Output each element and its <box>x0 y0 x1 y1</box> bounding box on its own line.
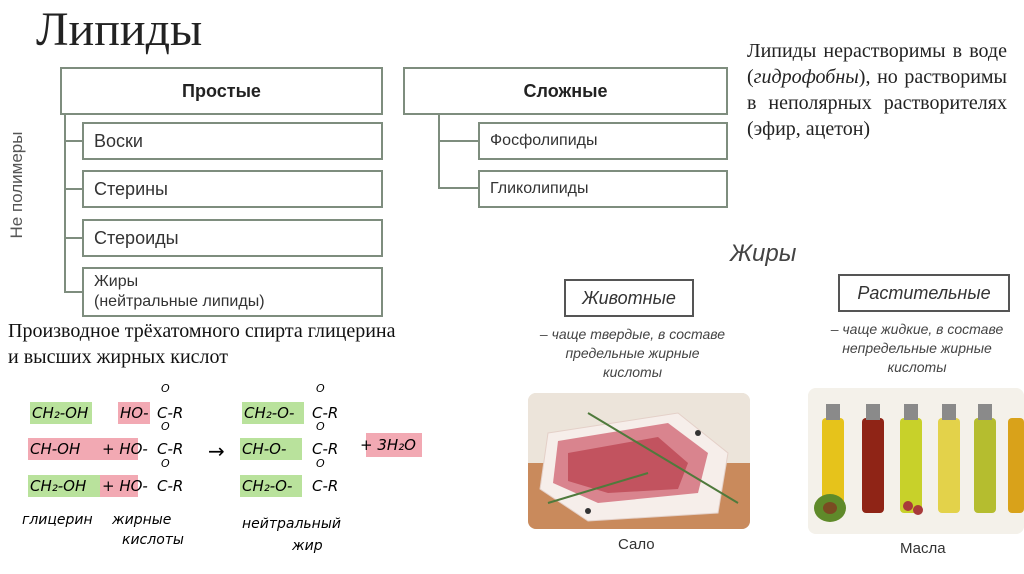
plant-fats-label: Растительные <box>838 274 1010 312</box>
page-title: Липиды <box>36 3 203 56</box>
ester-row-1: CH₂-O- <box>244 404 294 422</box>
esterification-reaction: CH₂-OH CH-OH CH₂-OH HO- + HO- + HO- C-R … <box>22 382 422 554</box>
animal-desc-3: кислоты <box>602 364 663 380</box>
oxygen-3: O <box>161 457 170 470</box>
highlight-red <box>28 438 100 460</box>
oils-photo <box>808 388 1024 534</box>
highlight-red <box>100 475 138 497</box>
highlight-red <box>366 433 422 457</box>
derivative-text: Производное трёхатомного спирта глицерин… <box>8 318 396 370</box>
note-text-2: ), но растворимы в неполярных растворите… <box>747 66 1007 140</box>
ester-cr-1: C-R <box>312 404 338 422</box>
fats-sublabel: (нейтральные липиды) <box>94 293 265 310</box>
animal-desc-1: – чаще твердые, в составе <box>539 326 726 342</box>
oxygen-6: O <box>316 457 325 470</box>
fats-title: Жиры <box>730 240 797 267</box>
item-fats: Жиры (нейтральные липиды) <box>82 267 383 317</box>
acid-cr-1: C-R <box>157 404 183 422</box>
vertical-label: Не полимеры <box>7 131 26 239</box>
oils-caption: Масла <box>900 540 946 557</box>
animal-fats-label: Животные <box>564 279 694 317</box>
acid-cr-2: C-R <box>157 440 183 458</box>
label-fat-2: жир <box>291 538 323 554</box>
plant-fats-desc: – чаще жидкие, в составе непредельные жи… <box>810 320 1024 377</box>
note-text-1: Липиды нерастворимы в воде ( <box>747 40 1007 88</box>
connector <box>438 140 478 142</box>
ester-cr-3: C-R <box>312 477 338 495</box>
complex-header: Сложные <box>403 67 728 115</box>
reaction-arrow: → <box>208 439 225 463</box>
ester-cr-2: C-R <box>312 440 338 458</box>
oxygen-5: O <box>316 420 325 433</box>
animal-desc-2: предельные жирные <box>565 345 700 361</box>
plant-desc-3: кислоты <box>887 359 947 375</box>
fats-label: Жиры <box>94 273 139 290</box>
oxygen-1: O <box>161 382 170 395</box>
connector <box>64 188 82 190</box>
highlight-green <box>240 438 302 460</box>
highlight-green <box>30 402 92 424</box>
simple-header: Простые <box>60 67 383 115</box>
highlight-red <box>100 438 138 460</box>
label-acids-1: жирные <box>111 512 171 528</box>
acid-ho-1: HO- <box>120 404 149 422</box>
label-acids-2: кислоты <box>122 532 184 548</box>
item-steroids: Стероиды <box>82 219 383 257</box>
plant-desc-2: непредельные жирные <box>842 340 992 356</box>
highlight-red <box>118 402 150 424</box>
ester-row-3: CH₂-O- <box>242 477 292 495</box>
connector <box>64 140 82 142</box>
oils-illustration <box>808 388 1024 534</box>
item-phospholipids: Фосфолипиды <box>478 122 728 160</box>
highlight-green <box>242 402 304 424</box>
derivative-line-1: Производное трёхатомного спирта глицерин… <box>8 320 396 342</box>
connector <box>438 187 478 189</box>
oxygen-4: O <box>316 382 325 395</box>
acid-cr-3: C-R <box>157 477 183 495</box>
plant-desc-1: – чаще жидкие, в составе <box>830 321 1004 337</box>
note-italic: гидрофобны <box>753 66 859 88</box>
complex-tree-line <box>438 115 440 188</box>
water-product: + 3H₂O <box>360 436 416 454</box>
glycerol-row-3: CH₂-OH <box>30 477 86 495</box>
item-glycolipids: Гликолипиды <box>478 170 728 208</box>
label-fat-1: нейтральный <box>242 516 341 532</box>
highlight-green <box>28 475 100 497</box>
ester-row-2: CH-O- <box>242 440 286 458</box>
glycerol-row-1: CH₂-OH <box>32 404 88 422</box>
lard-photo <box>528 393 750 529</box>
item-waxes: Воски <box>82 122 383 160</box>
acid-ho-3: + HO- <box>102 477 148 495</box>
solubility-note: Липиды нерастворимы в воде (гидрофобны),… <box>747 38 1007 142</box>
lard-illustration <box>528 393 750 529</box>
acid-ho-2: + HO- <box>102 440 148 458</box>
connector <box>64 237 82 239</box>
glycerol-row-2: CH-OH <box>30 440 80 458</box>
simple-tree-line <box>64 115 66 293</box>
connector <box>64 291 82 293</box>
highlight-green <box>240 475 302 497</box>
item-sterols: Стерины <box>82 170 383 208</box>
lard-caption: Сало <box>618 536 655 553</box>
derivative-line-2: и высших жирных кислот <box>8 346 228 368</box>
animal-fats-desc: – чаще твердые, в составе предельные жир… <box>500 325 765 382</box>
oxygen-2: O <box>161 420 170 433</box>
label-glycerol: глицерин <box>22 512 93 528</box>
